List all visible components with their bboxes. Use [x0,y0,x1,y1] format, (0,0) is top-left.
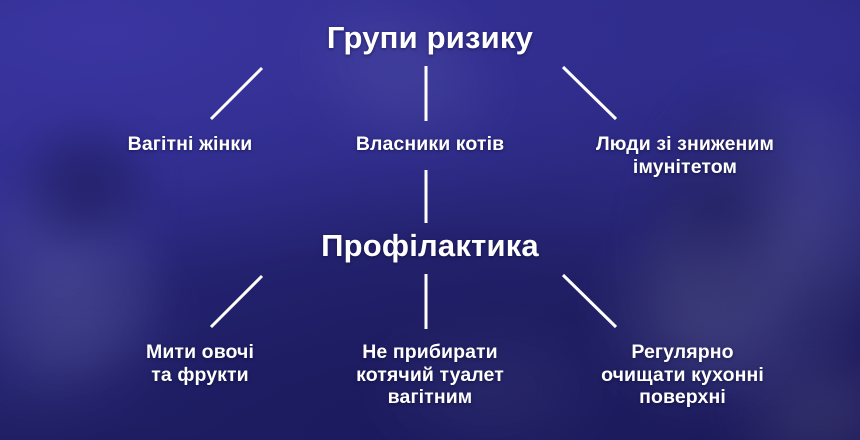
risk-item-pregnant-women: Вагітні жінки [127,133,253,155]
connector-prevention-right [561,273,618,329]
prevention-item-wash-produce: Мити овочі та фрукти [146,341,254,386]
connector-prevention-left [209,274,264,329]
connector-risk-right [561,65,618,121]
risk-item-cat-owners: Власники котів [355,133,505,155]
parasite-arc-bottom-left [0,168,316,440]
connector-risk-left [209,66,264,121]
prevention-item-avoid-litter-box: Не прибирати котячий туалет вагітним [356,341,504,409]
risk-groups-heading: Групи ризику [326,20,534,55]
risk-item-immunocompromised: Люди зі зниженим імунітетом [595,133,775,178]
prevention-item-clean-surfaces: Регулярно очищати кухонні поверхні [601,341,764,409]
prevention-heading: Профілактика [321,228,539,263]
